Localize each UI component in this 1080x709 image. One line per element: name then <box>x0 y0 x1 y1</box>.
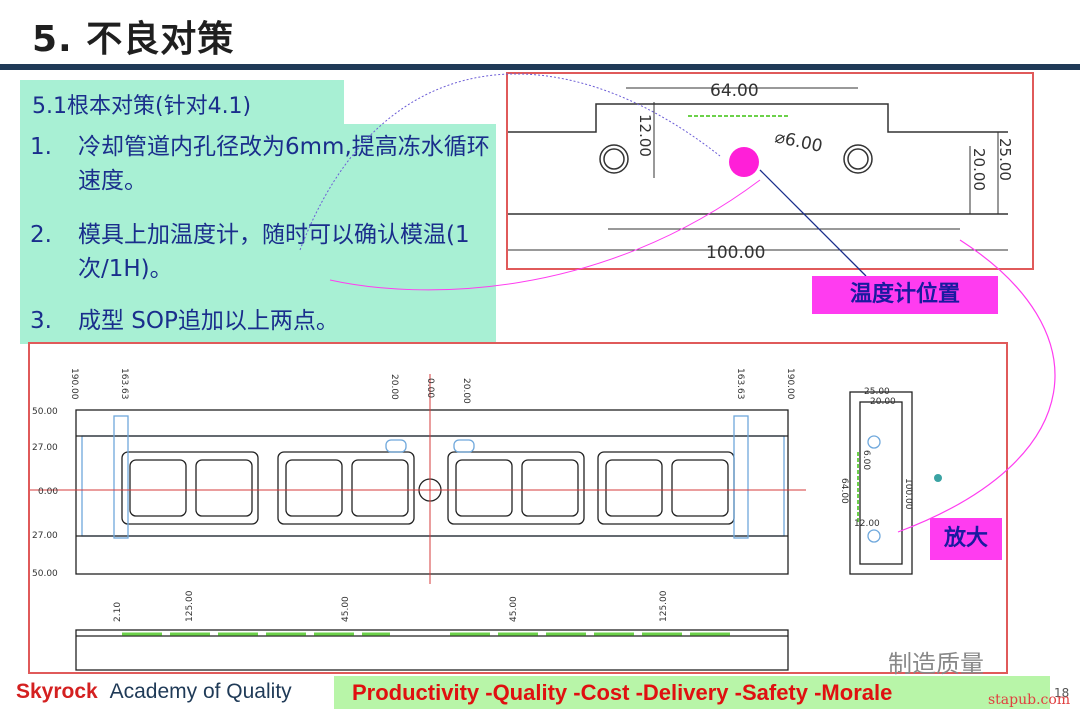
dim-small-2: 2.10 <box>113 602 123 622</box>
watermark-text: 制造质量 <box>888 650 984 678</box>
mold-plan-drawing: 50.00 27.00 0.00 27.00 50.00 190.00 163.… <box>28 342 1008 674</box>
dim-bottom-125-left: 125.00 <box>185 590 195 622</box>
dim-side-25: 25.00 <box>864 387 890 397</box>
section-title: 5.1根本对策(针对4.1) <box>32 94 252 119</box>
footer: Skyrock Academy of Quality Productivity … <box>0 676 1080 709</box>
academy-name: Academy of Quality <box>109 680 292 703</box>
thermometer-position-label: 温度计位置 <box>812 276 998 314</box>
page-number: 18 <box>1054 686 1070 700</box>
dim-side-6: 6.00 <box>861 450 871 470</box>
dim-12: 12.00 <box>636 114 654 157</box>
dim-25: 25.00 <box>996 138 1014 181</box>
dim-top-20-left: 20.00 <box>389 374 399 400</box>
cross-section-drawing: 64.00 100.00 ⌀6.00 12.00 25.00 20.00 <box>506 72 1034 270</box>
section-header-bg <box>20 80 344 126</box>
item-text: 冷却管道内孔径改为6mm,提高冻水循环速度。 <box>78 134 490 194</box>
item-number: 3. <box>30 308 52 334</box>
dim-side-12: 12.00 <box>854 519 880 529</box>
dim-64: 64.00 <box>710 81 759 101</box>
dim-100: 100.00 <box>706 243 765 263</box>
dim-side-64: 64.00 <box>839 478 849 504</box>
dim-side-100: 100.00 <box>903 478 913 510</box>
footer-motto-bar: Productivity -Quality -Cost -Delivery -S… <box>334 676 1050 709</box>
title-divider <box>0 64 1080 70</box>
item-text: 成型 SOP追加以上两点。 <box>78 308 339 334</box>
dim-side-20: 20.00 <box>870 397 896 407</box>
dim-left-0: 0.00 <box>38 487 58 497</box>
dim-left-27-bottom: 27.00 <box>32 531 58 541</box>
brand-name: Skyrock <box>16 680 98 703</box>
dim-top-190-right: 190.00 <box>785 368 795 400</box>
enlarge-label: 放大 <box>930 518 1002 560</box>
item-number: 1. <box>30 134 52 160</box>
dim-top-163-left: 163.63 <box>119 368 129 400</box>
item-text: 模具上加温度计，随时可以确认模温(1次/1H)。 <box>78 222 470 282</box>
footer-motto: Productivity -Quality -Cost -Delivery -S… <box>352 680 893 705</box>
dim-top-190-left: 190.00 <box>69 368 79 400</box>
dim-top-20-right: 20.00 <box>461 378 471 404</box>
item-number: 2. <box>30 222 52 248</box>
watermark-url: stapub.com <box>988 692 1071 708</box>
thermometer-position-dot <box>729 147 759 177</box>
dim-top-0: 0.00 <box>425 378 435 398</box>
dim-bottom-45-left: 45.00 <box>341 596 351 622</box>
dim-bottom-45-right: 45.00 <box>509 596 519 622</box>
section-body-bg <box>20 124 496 344</box>
dim-left-27-top: 27.00 <box>32 443 58 453</box>
page-title: 5. 不良对策 <box>32 19 235 60</box>
footer-brand: Skyrock Academy of Quality <box>16 680 292 704</box>
dim-top-163-right: 163.63 <box>735 368 745 400</box>
mold-plan-svg: 50.00 27.00 0.00 27.00 50.00 190.00 163.… <box>30 368 942 671</box>
dim-bottom-125-right: 125.00 <box>659 590 669 622</box>
dim-left-50-bottom: 50.00 <box>32 569 58 579</box>
dim-20: 20.00 <box>970 148 988 191</box>
dim-left-50-top: 50.00 <box>32 407 58 417</box>
cross-section-svg: 64.00 100.00 ⌀6.00 12.00 25.00 20.00 <box>508 81 1014 263</box>
